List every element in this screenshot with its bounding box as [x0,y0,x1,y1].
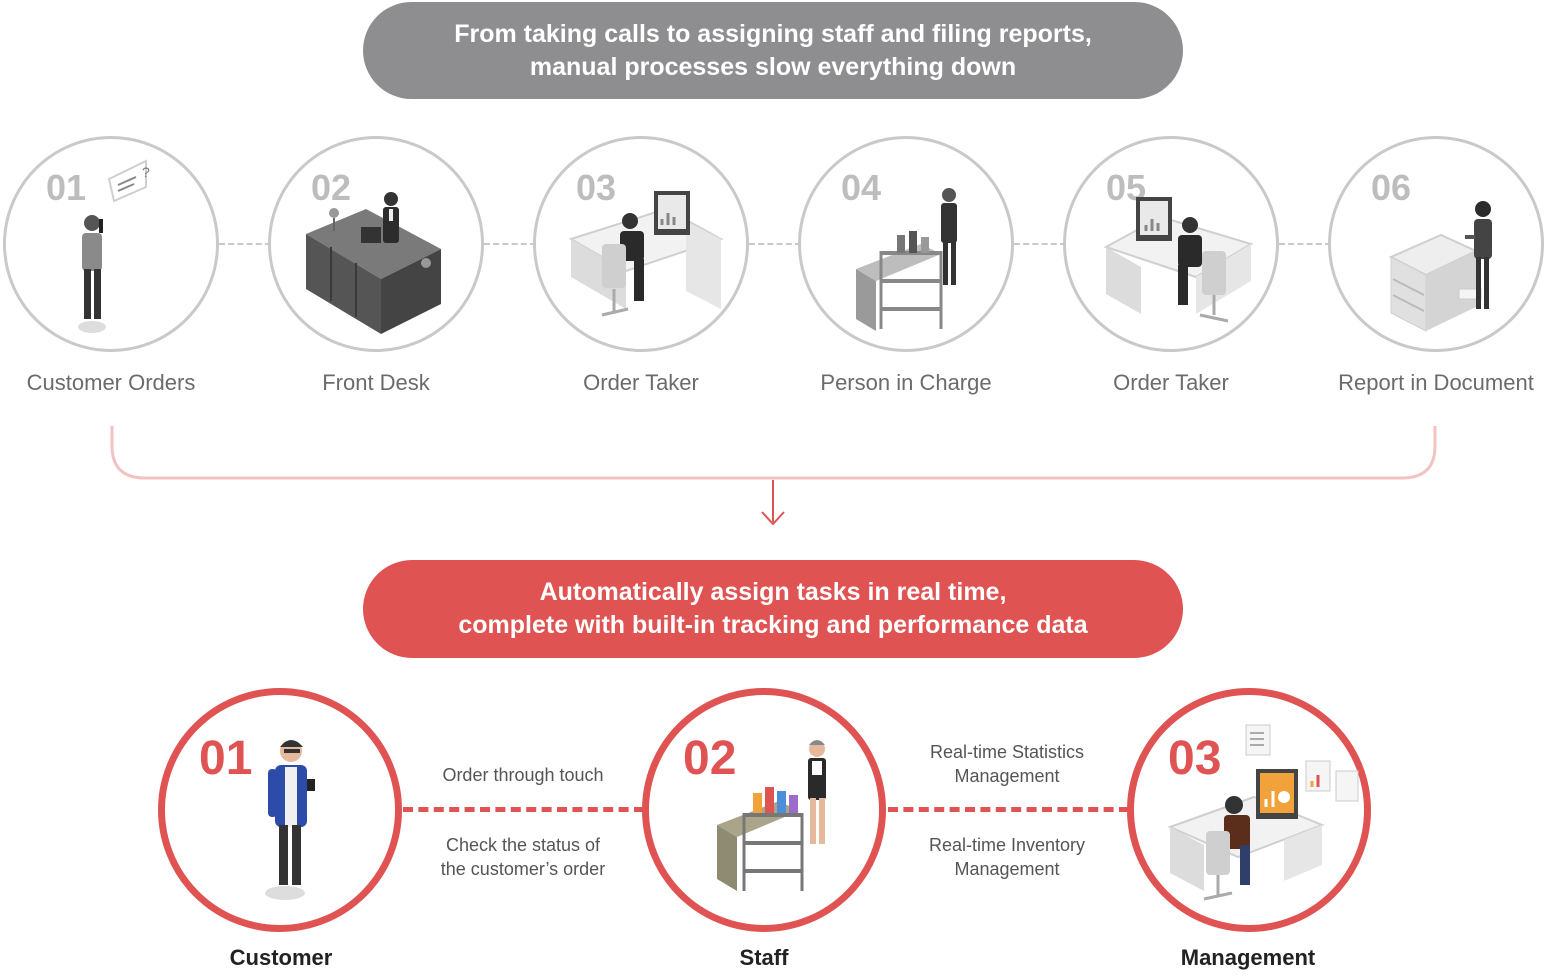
solution-line-1: Automatically assign tasks in real time, [539,578,1007,606]
old-step-label-6: Report in Document [1338,370,1534,395]
old-step-number: 06 [1371,167,1412,208]
old-connector-2 [484,243,536,245]
copier-machine-icon [1388,201,1492,332]
solution-banner: Automatically assign tasks in real time,… [363,560,1183,658]
new-connector-1 [403,807,644,812]
old-connector-4 [1014,243,1066,245]
statistics-line-1: Real-time Statistics [929,742,1085,762]
old-connector-1 [219,243,271,245]
new-step-circle-1: 01 [158,688,402,932]
old-step-circle-4: 04 [798,136,1014,352]
new-step-circle-3: 03 [1127,688,1371,932]
status-check-line-1: Check the status of [445,835,601,855]
connector-1-bottom: Check the status of the customer’s order [408,833,638,881]
order-through-touch-text: Order through touch [442,765,604,785]
new-step-number: 01 [199,732,253,785]
svg-text:?: ? [142,164,150,180]
service-cart-icon [856,188,957,331]
solution-line-2: complete with built-in tracking and perf… [458,611,1088,639]
old-step-label-2: Front Desk [322,370,430,395]
status-check-line-2: the customer’s order [440,859,606,879]
desk-computer-icon [568,191,724,317]
old-step-label-1: Customer Orders [26,370,196,395]
inventory-line-1: Real-time Inventory [928,835,1086,855]
old-step-circle-6: 06 [1328,136,1544,352]
connector-2-top: Real-time Statistics Management [892,740,1122,788]
old-connector-3 [749,243,801,245]
connector-2-bottom: Real-time Inventory Management [892,833,1122,881]
new-step-number: 02 [683,732,737,785]
old-step-number: 04 [841,167,882,208]
old-step-label-3: Order Taker [583,370,699,395]
inventory-line-2: Management [954,859,1060,879]
problem-banner: From taking calls to assigning staff and… [363,2,1183,99]
new-step-number: 03 [1168,732,1222,785]
new-step-label-1: Customer [229,945,333,970]
desk-computer-icon [1103,197,1254,323]
connector-1-top: Order through touch [408,763,638,787]
old-step-number: 02 [311,167,352,208]
customer-smartphone-icon [265,740,315,900]
old-step-number: 01 [46,167,87,208]
old-step-circle-5: 05 [1063,136,1279,352]
statistics-line-2: Management [954,766,1060,786]
front-desk-icon [306,192,441,334]
old-step-circle-1: 01 ? [3,136,219,352]
problem-line-2: manual processes slow everything down [529,52,1017,81]
old-step-label-4: Person in Charge [820,370,992,395]
management-dashboard-icon [1167,724,1359,901]
old-step-label-5: Order Taker [1113,370,1229,395]
phone-caller-icon: ? [78,159,150,333]
old-step-number: 03 [576,167,617,208]
new-step-circle-2: 02 [642,688,886,932]
new-step-label-3: Management [1180,945,1316,970]
old-connector-5 [1279,243,1331,245]
old-step-circle-3: 03 [533,136,749,352]
old-step-circle-2: 02 [268,136,484,352]
new-step-label-2: Staff [739,945,789,970]
new-connector-2 [888,807,1129,812]
staff-cart-icon [717,740,826,891]
problem-line-1: From taking calls to assigning staff and… [454,19,1092,48]
